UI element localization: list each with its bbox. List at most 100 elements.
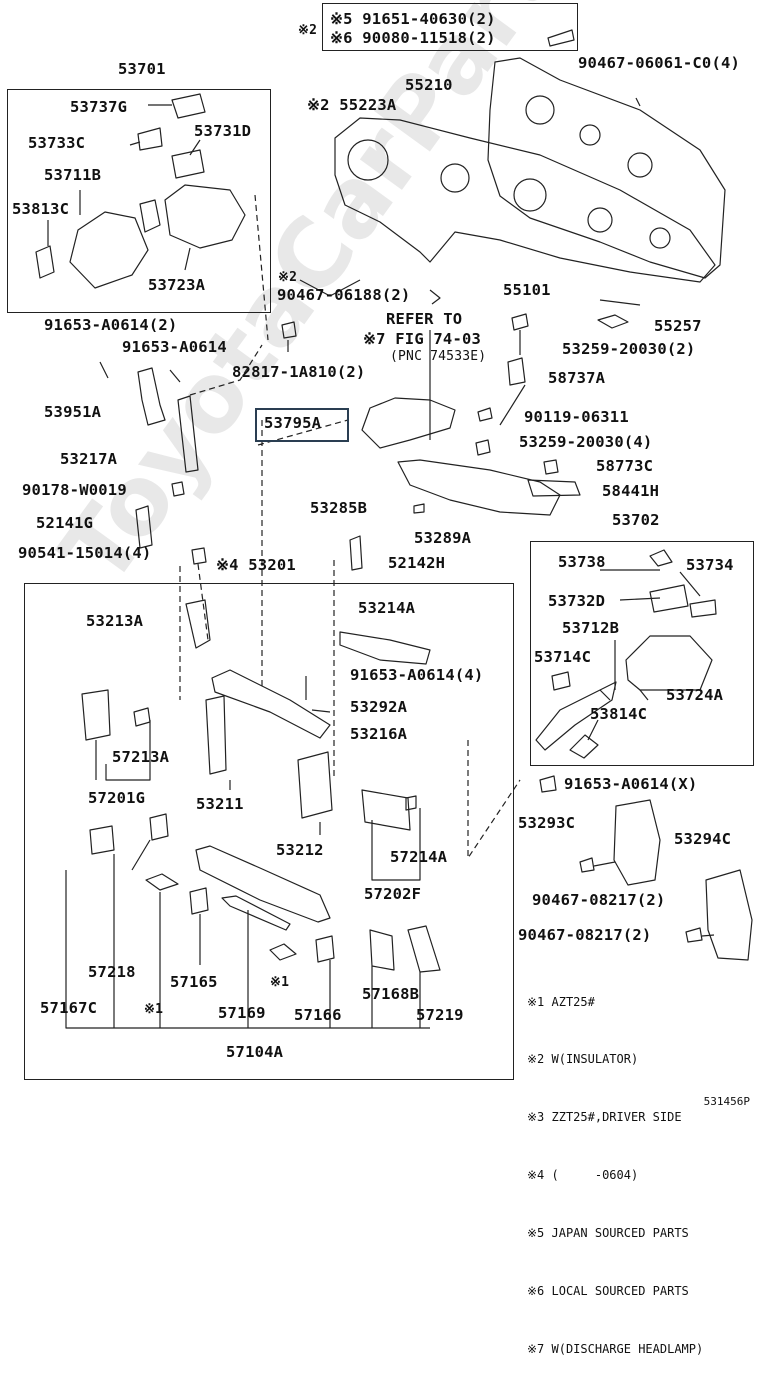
label-53201[interactable]: ※4 53201 [216, 556, 296, 574]
label-57169[interactable]: 57169 [218, 1004, 266, 1022]
label-53213A[interactable]: 53213A [86, 612, 144, 630]
label-58737A[interactable]: 58737A [548, 369, 606, 387]
label-82817[interactable]: 82817-1A810(2) [232, 363, 366, 381]
part-57219 [407, 925, 441, 973]
group-box-53201 [24, 583, 514, 1080]
legend-item: ※3 ZZT25#,DRIVER SIDE [527, 1110, 682, 1125]
label-91653-a0614[interactable]: 91653-A0614 [122, 338, 227, 356]
label-90467-06061[interactable]: 90467-06061-C0(4) [578, 54, 741, 72]
label-57166[interactable]: 57166 [294, 1006, 342, 1024]
label-53294C[interactable]: 53294C [674, 830, 732, 848]
part-58737A [507, 357, 526, 386]
part-53738 [649, 549, 673, 567]
part-52142H [349, 535, 363, 571]
part-53723A [164, 184, 246, 249]
label-91653-a0614-4[interactable]: 91653-A0614(4) [350, 666, 484, 684]
label-91653-a0614-x[interactable]: 91653-A0614(X) [564, 775, 698, 793]
label-refer-pnc: (PNC 74533E) [390, 349, 487, 364]
label-53738[interactable]: 53738 [558, 553, 606, 571]
label-53737G[interactable]: 53737G [70, 98, 128, 116]
part-57169 [221, 895, 291, 931]
label-58773C[interactable]: 58773C [596, 457, 654, 475]
label-52141G[interactable]: 52141G [36, 514, 94, 532]
label-90541[interactable]: 90541-15014(4) [18, 544, 152, 562]
label-53814C[interactable]: 53814C [590, 705, 648, 723]
label-90119[interactable]: 90119-06311 [524, 408, 629, 426]
label-53714C[interactable]: 53714C [534, 648, 592, 666]
part-53712B [535, 681, 617, 751]
part-58773C [543, 459, 559, 475]
legend-item: ※5 JAPAN SOURCED PARTS [527, 1226, 689, 1241]
part-53212 [297, 751, 333, 819]
label-90467-06188[interactable]: 90467-06188(2) [277, 286, 411, 304]
label-53733C[interactable]: 53733C [28, 134, 86, 152]
label-90467-06188-note: ※2 [278, 270, 298, 285]
label-57202F[interactable]: 57202F [364, 885, 422, 903]
label-58441H[interactable]: 58441H [602, 482, 660, 500]
label-53795A[interactable]: 53795A [264, 414, 322, 432]
label-star1-b: ※1 [144, 1002, 164, 1017]
label-53734[interactable]: 53734 [686, 556, 734, 574]
highlight-box-53795A [255, 408, 349, 442]
label-53712B[interactable]: 53712B [562, 619, 620, 637]
label-53732D[interactable]: 53732D [548, 592, 606, 610]
bolt-90467-08217a [579, 857, 595, 873]
part-55257 [597, 314, 629, 329]
label-53285B[interactable]: 53285B [310, 499, 368, 517]
label-55223A[interactable]: ※2 55223A [307, 96, 397, 114]
bolt-90080 [547, 29, 575, 47]
legend-item: ※7 W(DISCHARGE HEADLAMP) [527, 1341, 704, 1356]
label-53711B[interactable]: 53711B [44, 166, 102, 184]
label-57214A[interactable]: 57214A [390, 848, 448, 866]
label-90467-08217-b[interactable]: 90467-08217(2) [518, 926, 652, 944]
label-55210[interactable]: 55210 [405, 76, 453, 94]
label-57104A[interactable]: 57104A [226, 1043, 284, 1061]
part-57218 [149, 813, 169, 841]
label-53214A[interactable]: 53214A [358, 599, 416, 617]
part-53293C [613, 799, 661, 886]
note-box-marker: ※2 [298, 23, 318, 38]
label-57165[interactable]: 57165 [170, 973, 218, 991]
label-53951A[interactable]: 53951A [44, 403, 102, 421]
label-57218[interactable]: 57218 [88, 963, 136, 981]
label-57213A[interactable]: 57213A [112, 748, 170, 766]
label-53292A[interactable]: 53292A [350, 698, 408, 716]
label-53216A[interactable]: 53216A [350, 725, 408, 743]
label-57167C[interactable]: 57167C [40, 999, 98, 1017]
label-53701[interactable]: 53701 [118, 60, 166, 78]
label-57168B[interactable]: 57168B [362, 985, 420, 1003]
label-57219[interactable]: 57219 [416, 1006, 464, 1024]
label-53212[interactable]: 53212 [276, 841, 324, 859]
part-58441H [527, 479, 581, 497]
nut-82817 [281, 321, 297, 339]
part-53814C [569, 734, 599, 759]
label-90178[interactable]: 90178-W0019 [22, 481, 127, 499]
label-53217A[interactable]: 53217A [60, 450, 118, 468]
label-91653-a0614-2[interactable]: 91653-A0614(2) [44, 316, 178, 334]
label-53259-4[interactable]: 53259-20030(4) [519, 433, 653, 451]
part-53216A [211, 669, 331, 739]
part-53733C [137, 127, 163, 151]
label-53702[interactable]: 53702 [612, 511, 660, 529]
label-53731D[interactable]: 53731D [194, 122, 252, 140]
label-53813C[interactable]: 53813C [12, 200, 70, 218]
label-57201G[interactable]: 57201G [88, 789, 146, 807]
label-53724A[interactable]: 53724A [666, 686, 724, 704]
label-53293C[interactable]: 53293C [518, 814, 576, 832]
part-53289A [397, 459, 561, 516]
label-53723A[interactable]: 53723A [148, 276, 206, 294]
dash-panel-55101 [334, 117, 716, 283]
part-53214A [339, 631, 431, 665]
part-53732D [649, 584, 689, 613]
part-57168B [369, 929, 395, 971]
label-53289A[interactable]: 53289A [414, 529, 472, 547]
label-90467-08217-a[interactable]: 90467-08217(2) [532, 891, 666, 909]
label-53211[interactable]: 53211 [196, 795, 244, 813]
legend-item: ※4 ( -0604) [527, 1168, 639, 1183]
label-55257[interactable]: 55257 [654, 317, 702, 335]
label-55101[interactable]: 55101 [503, 281, 551, 299]
label-53259-2[interactable]: 53259-20030(2) [562, 340, 696, 358]
label-52142H[interactable]: 52142H [388, 554, 446, 572]
label-refer-fig[interactable]: ※7 FIG 74-03 [363, 330, 482, 348]
part-53731D [171, 149, 205, 179]
